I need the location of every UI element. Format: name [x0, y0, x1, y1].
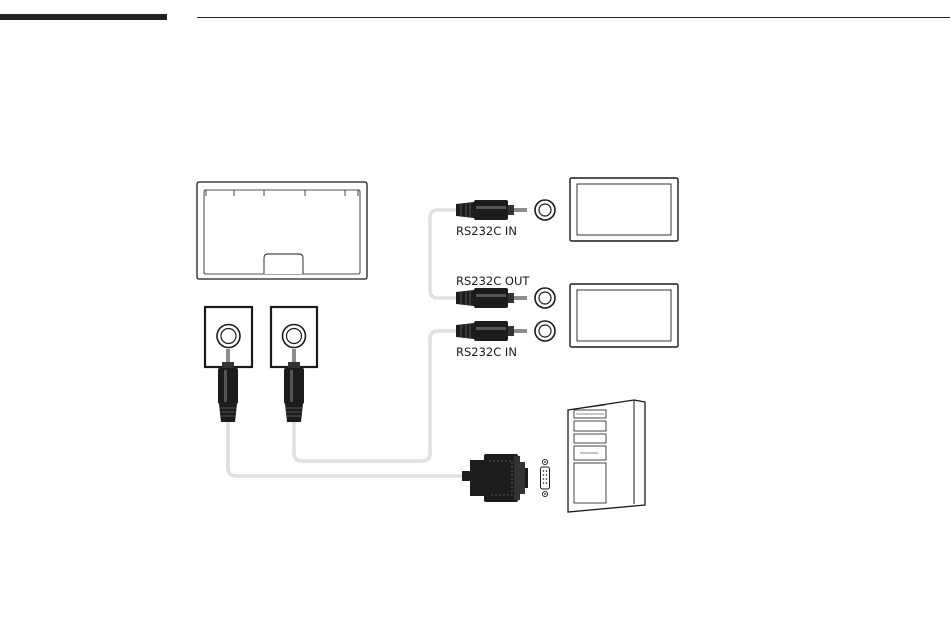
pc-tower-icon [568, 400, 645, 512]
port-socket-out [535, 288, 555, 308]
port-socket-bottom [535, 321, 555, 341]
header-bar [0, 14, 167, 20]
label-rs232c-in-top: RS232C IN [456, 224, 517, 238]
display-icon [570, 178, 678, 241]
stereo-jack-icon [456, 288, 527, 308]
stereo-jack-icon [456, 200, 527, 220]
cable-pc-to-display-bottom [294, 331, 457, 461]
serial-port [541, 459, 550, 496]
cable-daisy-chain [430, 210, 457, 298]
stereo-jack-icon [456, 321, 527, 341]
port-socket-top [535, 200, 555, 220]
display-icon [570, 284, 678, 347]
label-rs232c-in-bottom: RS232C IN [456, 345, 517, 359]
monitor-rear-icon [197, 182, 367, 279]
label-rs232c-out: RS232C OUT [456, 274, 530, 288]
cable-pc-to-display-rear [228, 422, 462, 476]
db9-connector-icon [462, 454, 528, 502]
